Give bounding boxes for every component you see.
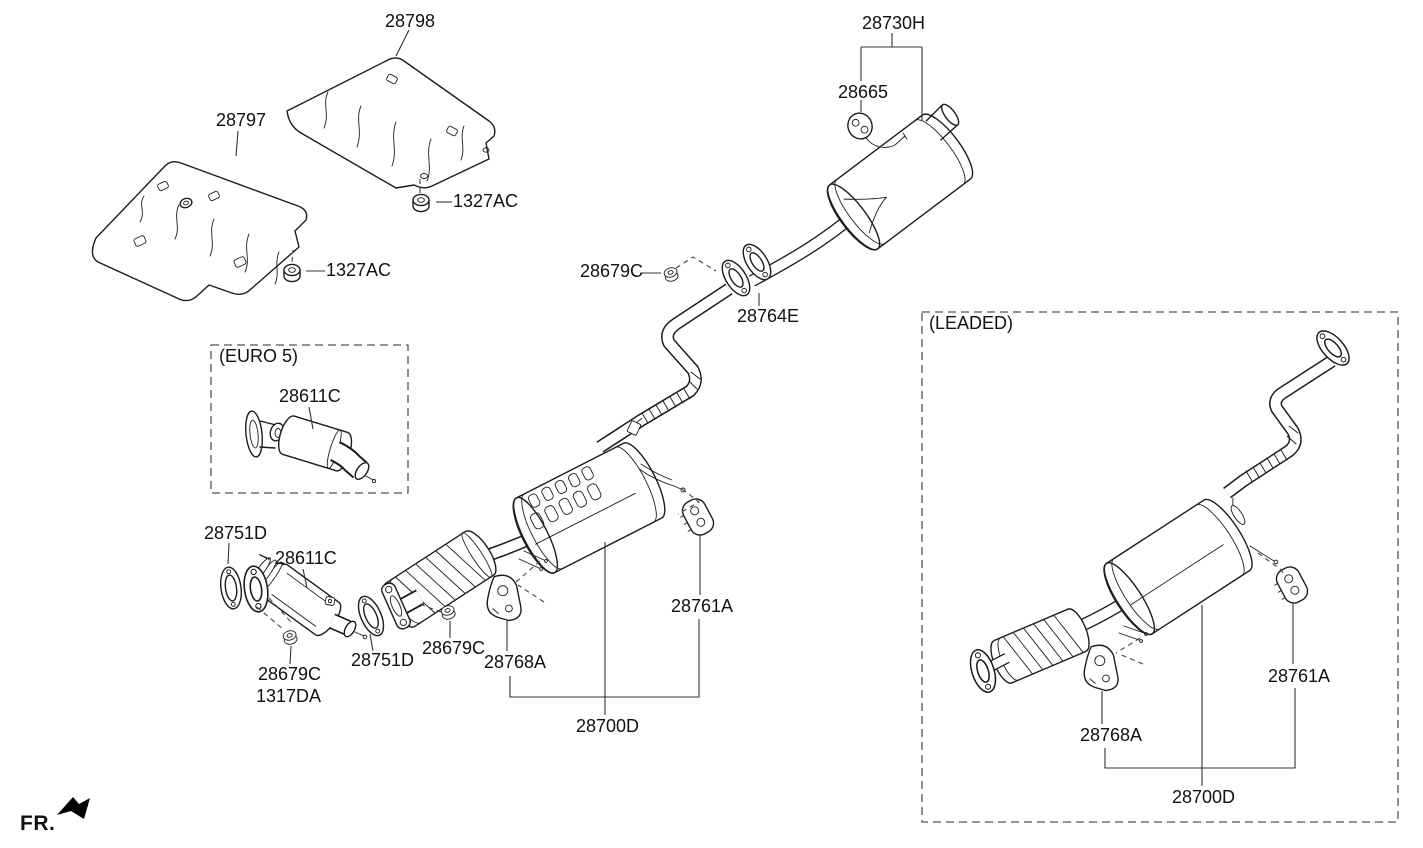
- center-muffler-body: [512, 442, 666, 574]
- hanger-28768A-leaded: [1081, 643, 1123, 693]
- leaded-hanger-rods-bottom: [1118, 625, 1145, 641]
- heat-shield-28797-drawing: [91, 160, 308, 302]
- catalyst-inlet-flange: [381, 582, 411, 630]
- rear-muffler-body: [826, 103, 974, 251]
- part-label-28665: 28665: [838, 82, 889, 102]
- center-pipe: [596, 283, 733, 453]
- callout-lines: [227, 29, 1296, 786]
- rear-hanger-rod: [865, 132, 908, 148]
- part-label-28764E: 28764E: [737, 306, 800, 326]
- part-label-1327AC-top: 1327AC: [453, 191, 519, 211]
- part-label-28611C-euro5: 28611C: [279, 386, 341, 406]
- leaded-hanger-rod-top: [1249, 545, 1275, 562]
- part-label-28797: 28797: [216, 110, 267, 130]
- leaded-box-title: (LEADED): [929, 313, 1014, 333]
- gasket-28751D-left: [217, 565, 245, 611]
- part-label-28700D-center: 28700D: [576, 716, 640, 736]
- leaded-pipe: [1223, 355, 1336, 499]
- fr-direction-label: FR.: [20, 812, 56, 835]
- part-label-28679C-right: 28679C: [422, 638, 486, 658]
- part-label-1327AC-bottom: 1327AC: [326, 260, 392, 280]
- fr-direction-arrow: [57, 797, 90, 819]
- nut-1327AC-bottom: [283, 263, 301, 283]
- nut-28679C-middle: [662, 265, 680, 284]
- leaded-muffler-body: [1103, 498, 1253, 636]
- front-pipe-28611C-drawing: [245, 554, 368, 640]
- part-label-28751D-right: 28751D: [351, 650, 415, 670]
- part-label-28679C-middle: 28679C: [580, 261, 644, 281]
- nut-1327AC-top: [412, 193, 430, 213]
- dashed-hint-lines: [256, 179, 1287, 665]
- gasket-28751D-right: [352, 592, 390, 640]
- pipe-clamp-bracket: [626, 417, 643, 436]
- part-label-1317DA: 1317DA: [256, 686, 322, 706]
- center-hanger-rods-bottom: [518, 550, 545, 569]
- leaded-box: [921, 311, 1399, 823]
- part-label-28700D-leaded: 28700D: [1172, 787, 1236, 807]
- part-label-28730H: 28730H: [862, 13, 926, 33]
- part-label-28768A-center: 28768A: [484, 652, 547, 672]
- part-label-28679C-bolt: 28679C: [258, 664, 322, 684]
- euro5-box: [210, 344, 409, 494]
- part-label-28768A-leaded: 28768A: [1080, 725, 1143, 745]
- heat-shield-28798-drawing: [286, 57, 496, 189]
- part-label-28611C-main: 28611C: [275, 548, 337, 568]
- hanger-28761A-center: [675, 494, 718, 541]
- euro5-box-title: (EURO 5): [219, 346, 299, 366]
- hanger-28665: [843, 108, 877, 144]
- center-hanger-rod-right: [638, 463, 682, 490]
- leaded-catalyst-drawing: [990, 608, 1090, 684]
- part-label-28761A-center: 28761A: [671, 596, 734, 616]
- part-label-28798: 28798: [385, 11, 436, 31]
- hanger-28761A-leaded: [1269, 562, 1312, 609]
- leaded-pipe-clamp: [1230, 497, 1246, 525]
- euro5-catalyst-drawing: [244, 410, 377, 484]
- hanger-28768A-center: [484, 573, 526, 623]
- bolt-1317DA: [281, 628, 299, 647]
- part-label-28761A-leaded: 28761A: [1268, 666, 1331, 686]
- part-label-28751D-left: 28751D: [204, 523, 268, 543]
